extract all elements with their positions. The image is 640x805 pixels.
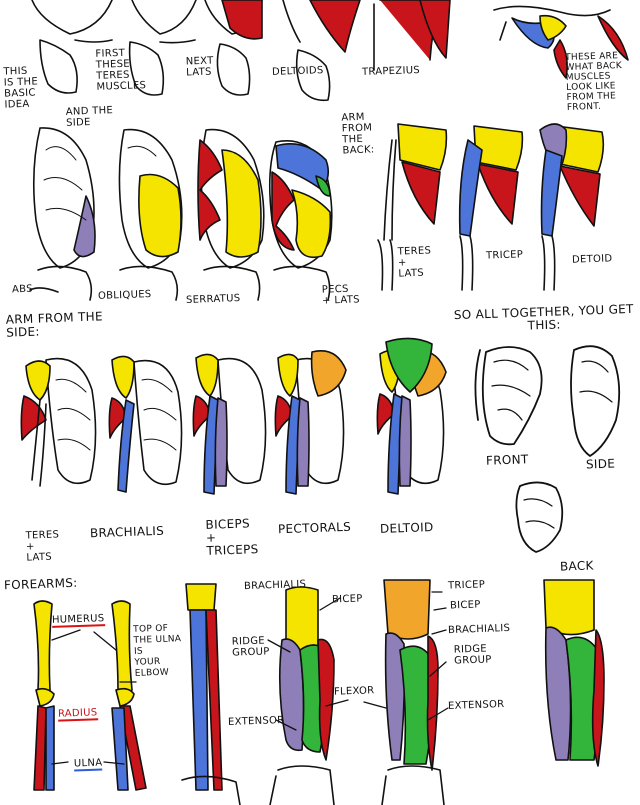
label-brachialis-forearm-right: BRACHIALIS	[447, 622, 511, 637]
label-arm-from-side: ARM FROM THE SIDE:	[5, 309, 104, 340]
label-trapezius: TRAPEZIUS	[361, 64, 421, 79]
label-abs: ABS	[11, 283, 33, 296]
label-extensor-forearm: EXTENSOR	[227, 715, 285, 728]
label-front: FRONT	[485, 452, 529, 468]
label-deltoids: DELTOIDS	[271, 65, 324, 78]
label-back: BACK	[559, 558, 594, 574]
label-radius: RADIUS	[57, 707, 98, 722]
label-extensor-right: EXTENSOR	[447, 699, 505, 712]
label-ulna: ULNA	[73, 757, 103, 772]
torso-back-sketches	[31, 0, 629, 102]
label-bicep-forearm-right: BICEP	[449, 599, 481, 612]
label-brachialis-forearm: BRACHIALIS	[243, 578, 307, 593]
label-serratus: SERRATUS	[185, 293, 241, 306]
label-pecs-lats: PECS + LATS	[321, 283, 361, 307]
label-bicep-forearm: BICEP	[331, 593, 363, 606]
label-teres-lats-side: TERES + LATS	[25, 529, 60, 564]
label-ridge-group-right: RIDGE GROUP	[453, 643, 492, 667]
label-back-muscles-note: THESE ARE WHAT BACK MUSCLES LOOK LIKE FR…	[564, 51, 623, 113]
label-lats: NEXT LATS	[185, 55, 214, 79]
label-ridge-group-forearm: RIDGE GROUP	[231, 635, 270, 659]
label-tricep-forearm: TRICEP	[447, 579, 486, 592]
label-brachialis-side: BRACHIALIS	[89, 523, 165, 541]
label-deltoid-side: DELTOID	[379, 520, 434, 536]
label-side: SIDE	[585, 456, 616, 472]
arm-back-sketches	[377, 123, 605, 291]
label-basic-idea: THIS IS THE BASIC IDEA	[3, 65, 39, 111]
label-arm-from-back: ARM FROM THE BACK:	[341, 111, 375, 157]
forearm-sketches	[33, 579, 605, 805]
label-biceps-triceps: BICEPS + TRICEPS	[205, 516, 259, 558]
label-and-the-side: AND THE SIDE	[65, 105, 114, 129]
label-detoid-back: DETOID	[571, 253, 613, 266]
label-flexor: FLEXOR	[333, 685, 375, 698]
arm-side-sketches	[20, 337, 447, 495]
label-forearms: FOREARMS:	[3, 575, 78, 593]
label-pectorals: PECTORALS	[277, 519, 352, 537]
combined-sketches	[474, 345, 621, 553]
label-obliques: OBLIQUES	[97, 289, 152, 302]
side-torso-sketches	[29, 127, 333, 301]
label-tricep-back: TRICEP	[485, 249, 524, 262]
label-teres-muscles: FIRST THESE TERES MUSCLES	[95, 47, 147, 93]
label-ulna-elbow: TOP OF THE ULNA IS YOUR ELBOW	[133, 623, 182, 679]
label-teres-lats-back: TERES + LATS	[397, 245, 432, 280]
label-humerus: HUMERUS	[51, 613, 105, 628]
